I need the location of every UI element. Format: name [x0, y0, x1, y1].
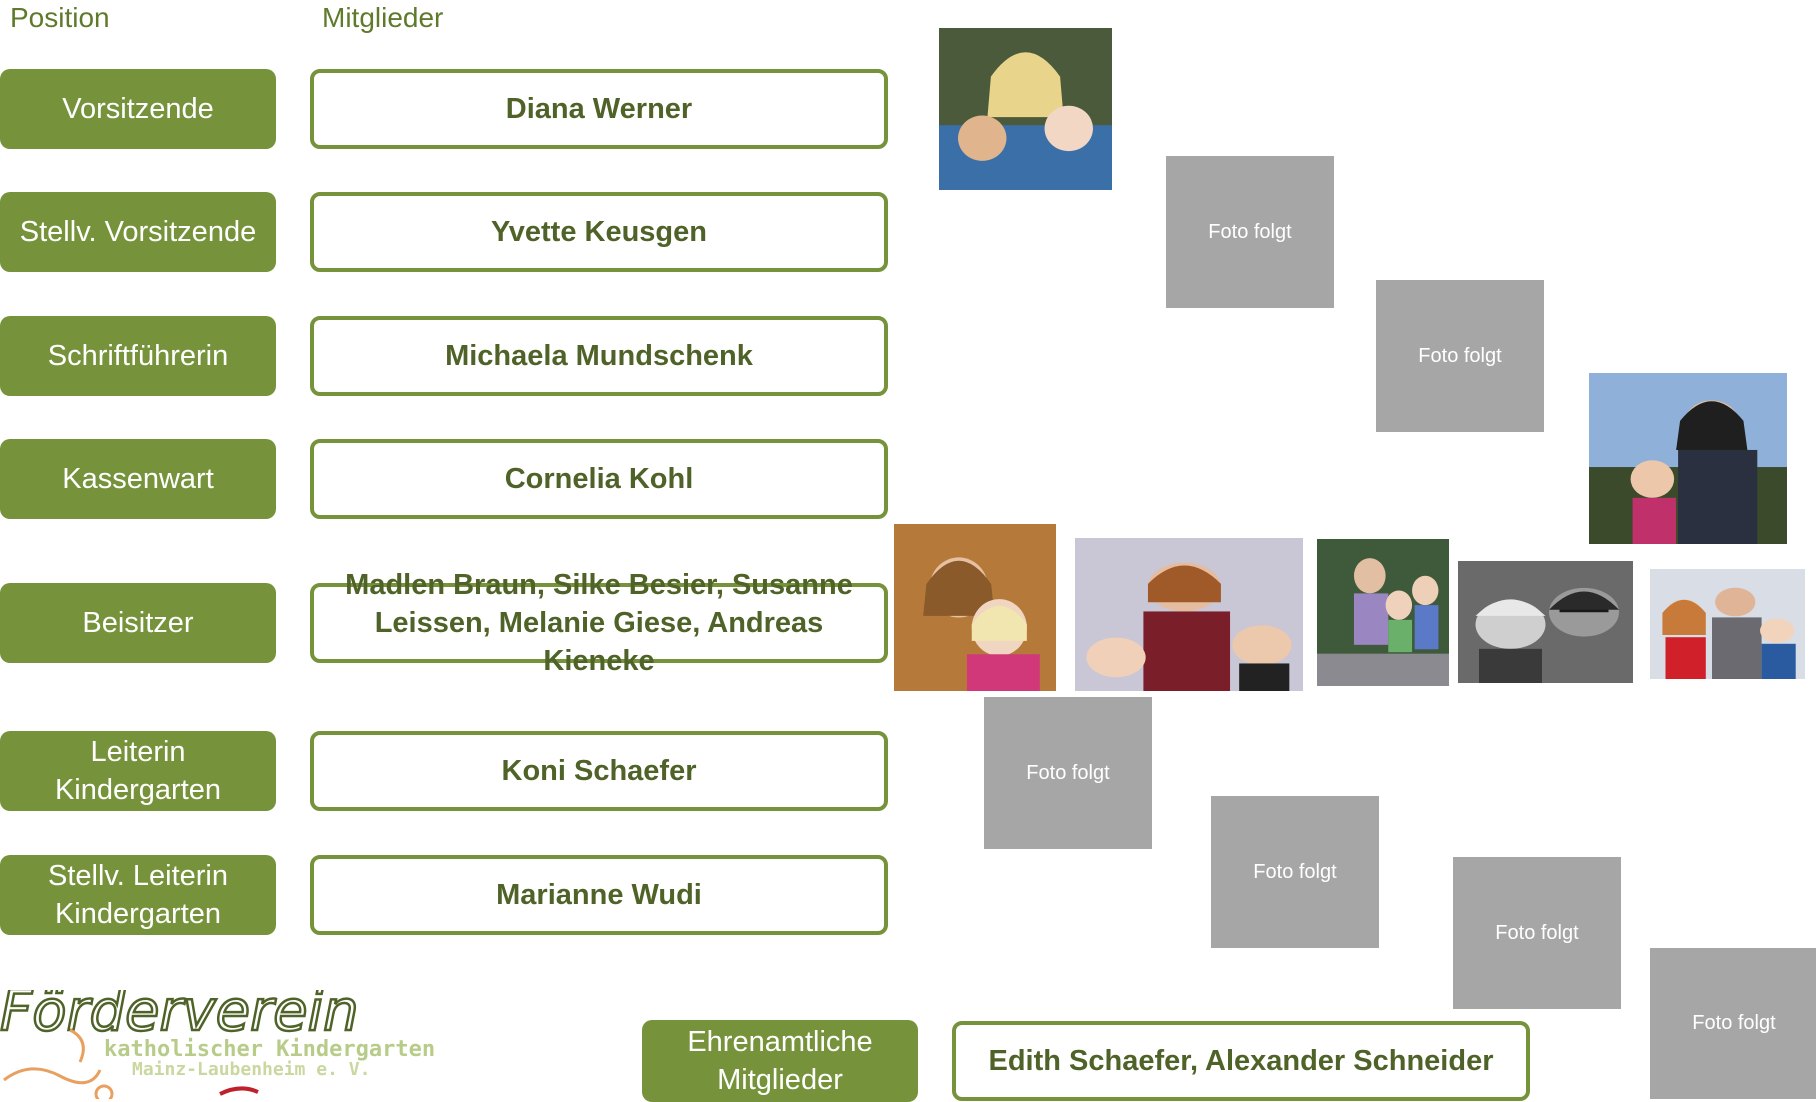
photo-madlen-braun — [894, 524, 1056, 691]
member-box-ehrenamtliche: Edith Schaefer, Alexander Schneider — [952, 1021, 1530, 1101]
photo-placeholder: Foto folgt — [1166, 156, 1334, 308]
photo-andreas-kieneke — [1589, 373, 1787, 544]
members-header: Mitglieder — [322, 2, 444, 33]
photo-placeholder: Foto folgt — [1650, 948, 1816, 1099]
member-box-schriftfuehrerin: Michaela Mundschenk — [310, 316, 888, 396]
photo-diana-werner — [939, 28, 1112, 190]
photo-placeholder: Foto folgt — [984, 697, 1152, 849]
position-label-stellv-leiterin: Stellv. Leiterin Kindergarten — [0, 855, 276, 935]
photo-placeholder: Foto folgt — [1211, 796, 1379, 948]
member-box-leiterin: Koni Schaefer — [310, 731, 888, 811]
position-label-kassenwart: Kassenwart — [0, 439, 276, 519]
photo-susanne-leissen — [1317, 539, 1449, 686]
logo-line1: katholischer Kindergarten — [104, 1037, 435, 1062]
position-label-schriftfuehrerin: Schriftführerin — [0, 316, 276, 396]
photo-melanie-giese — [1458, 561, 1633, 683]
logo-line2: Mainz-Laubenheim e. V. — [132, 1059, 370, 1080]
member-box-vorsitzende: Diana Werner — [310, 69, 888, 149]
member-box-beisitzer: Madlen Braun, Silke Besier, Susanne Leis… — [310, 569, 888, 677]
position-label-ehrenamtliche: Ehrenamtliche Mitglieder — [642, 1020, 918, 1102]
position-label-beisitzer: Beisitzer — [0, 583, 276, 663]
member-box-kassenwart: Cornelia Kohl — [310, 439, 888, 519]
foerderverein-logo: Förderverein katholischer Kindergarten M… — [0, 990, 600, 1099]
position-label-vorsitzende: Vorsitzende — [0, 69, 276, 149]
position-header: Position — [10, 2, 110, 33]
member-box-stellv-vorsitzende: Yvette Keusgen — [310, 192, 888, 272]
photo-silke-besier — [1075, 538, 1303, 691]
photo-andreas-kieneke-family — [1650, 569, 1805, 679]
photo-placeholder: Foto folgt — [1376, 280, 1544, 432]
photo-placeholder: Foto folgt — [1453, 857, 1621, 1009]
position-label-leiterin: Leiterin Kindergarten — [0, 731, 276, 811]
logo-title: Förderverein — [0, 990, 359, 1044]
position-label-stellv-vorsitzende: Stellv. Vorsitzende — [0, 192, 276, 272]
member-box-stellv-leiterin: Marianne Wudi — [310, 855, 888, 935]
